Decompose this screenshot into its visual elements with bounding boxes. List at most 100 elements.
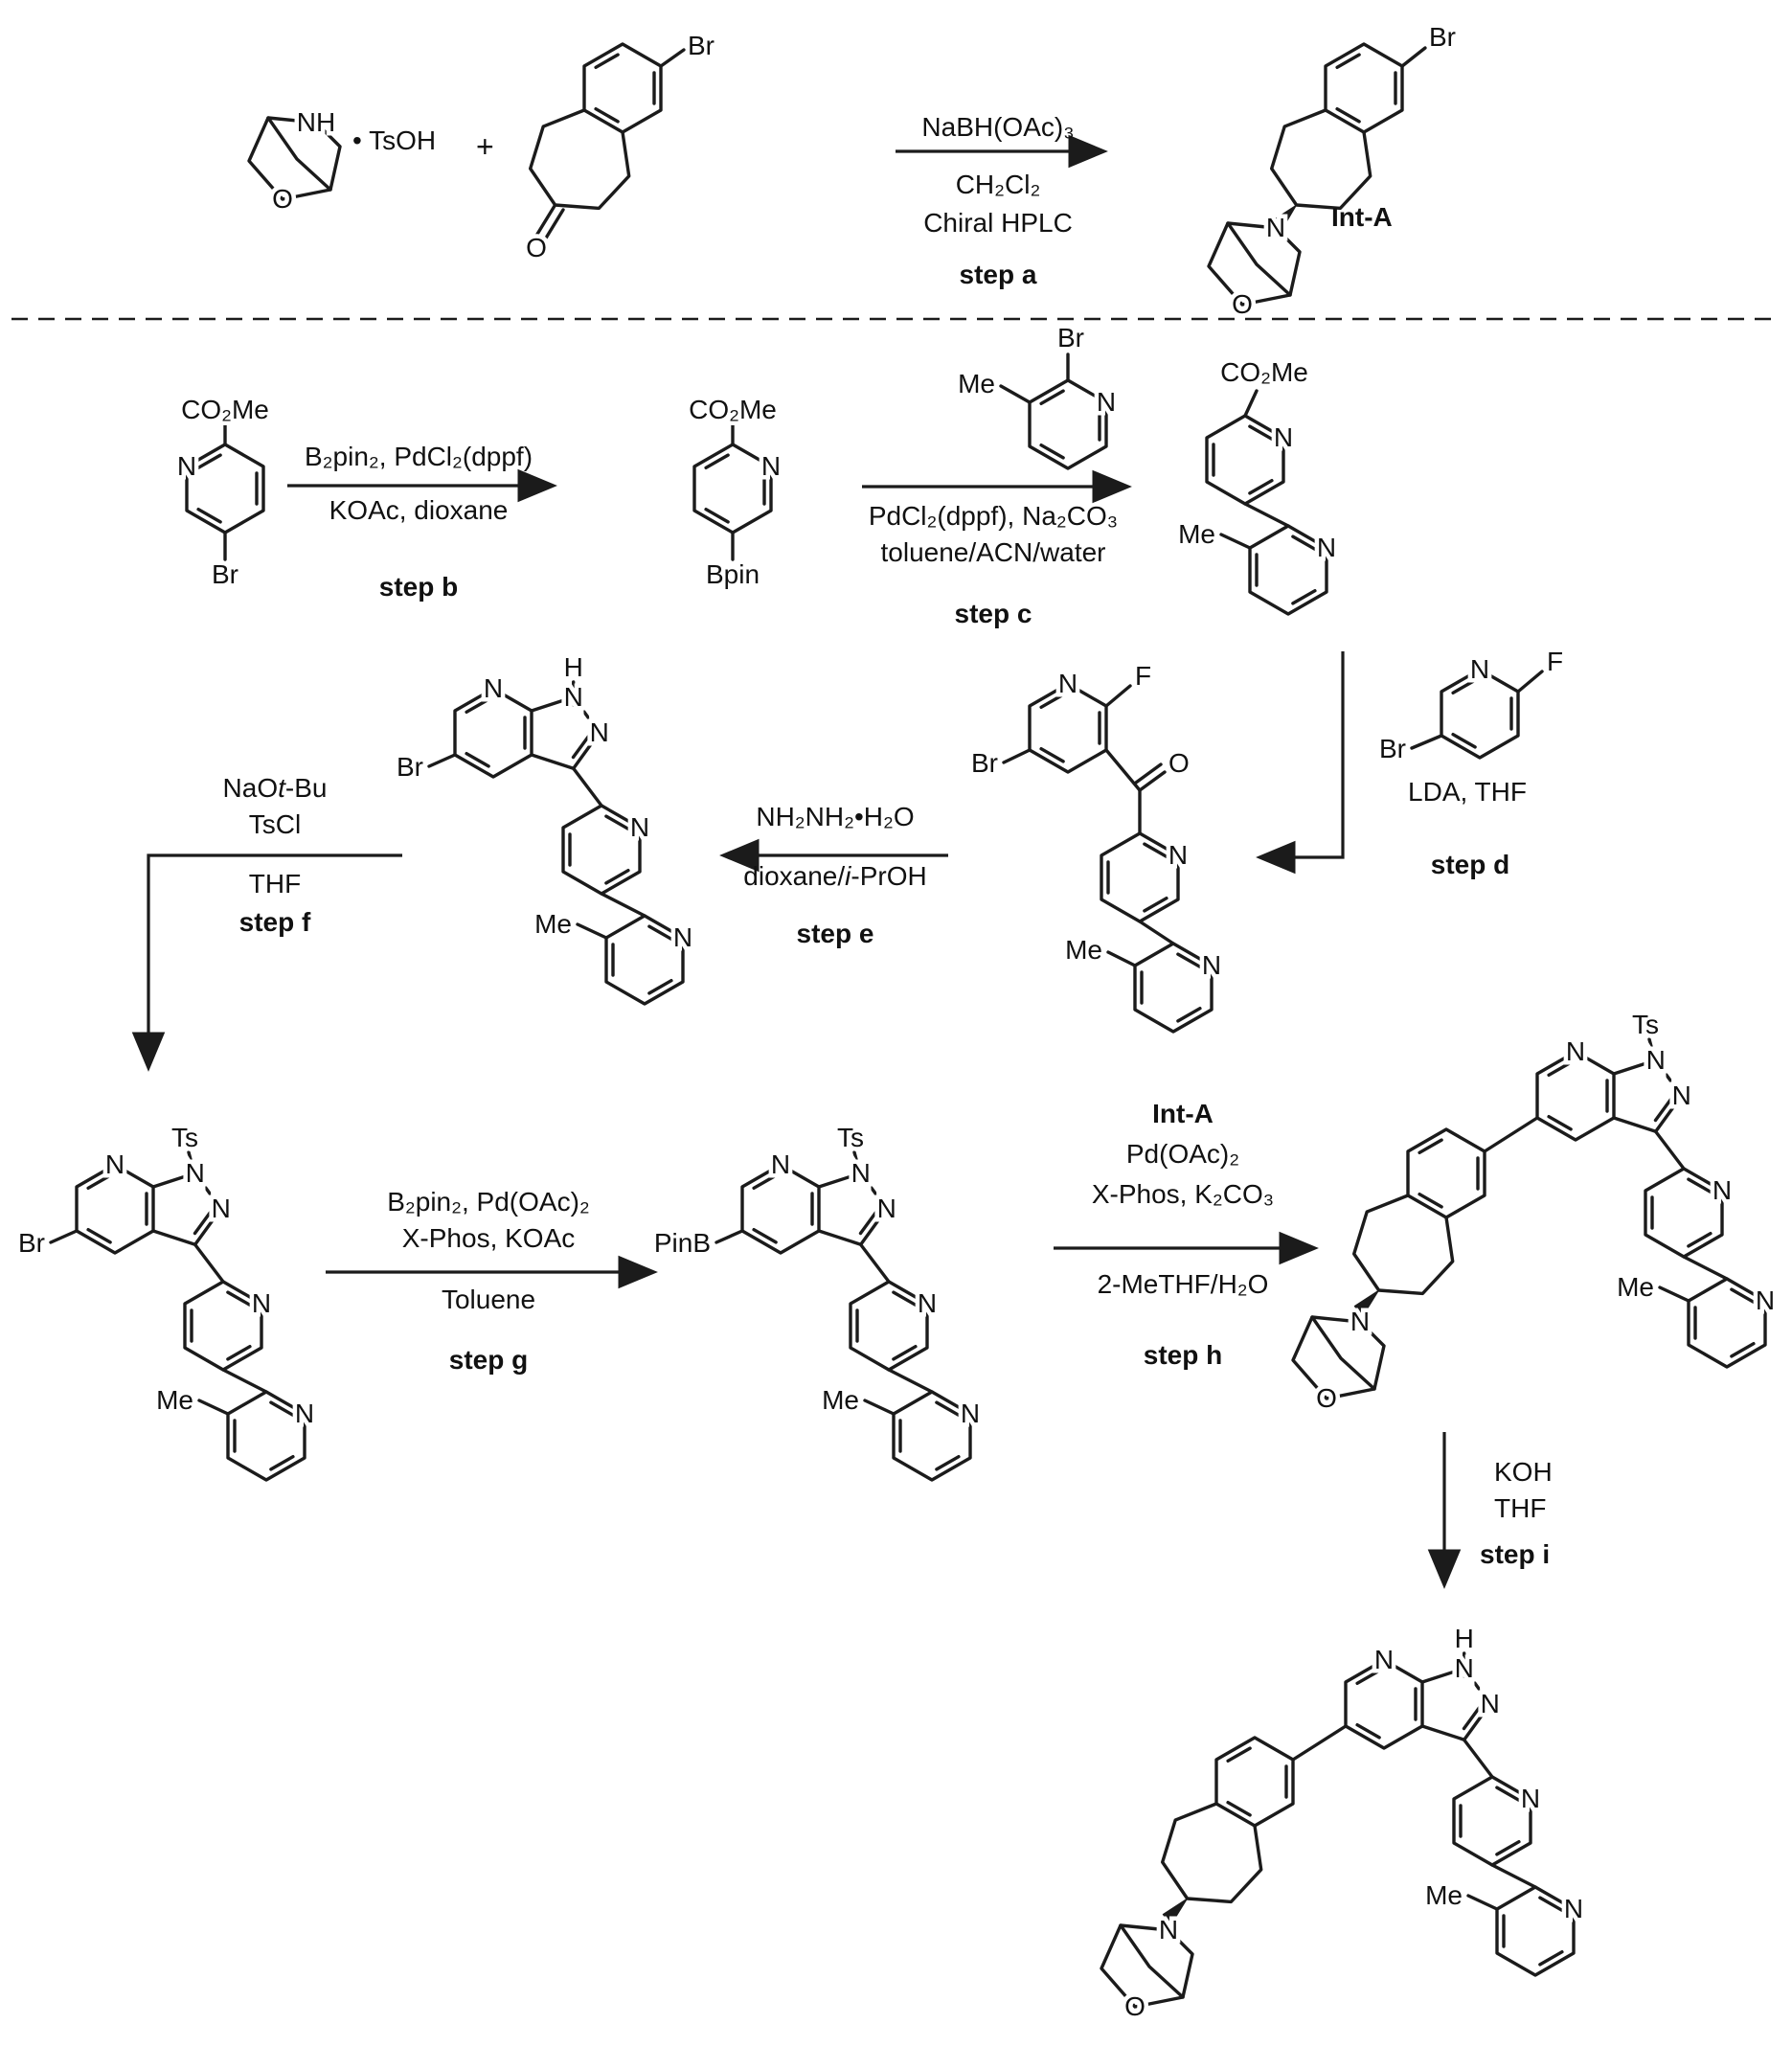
methyl-label: Me — [1617, 1272, 1654, 1302]
methyl-label: Me — [1425, 1880, 1463, 1910]
atom-f: F — [1135, 661, 1151, 691]
methyl-label: Me — [958, 369, 995, 398]
atom-br: Br — [18, 1228, 45, 1258]
step-f-reagent-above2: TsCl — [248, 809, 302, 839]
methyl-label: Me — [1065, 935, 1102, 965]
structure-bromo-benzosuberone: Br O — [522, 27, 719, 267]
atom-n: N — [212, 1194, 231, 1223]
step-a-reagent-above: NaBH(OAc)₃ — [921, 112, 1075, 142]
step-f-reagent-above1: NaOt-Bu — [223, 773, 328, 804]
bipyridine-rings — [185, 1282, 305, 1480]
atom-n: N — [1266, 213, 1285, 242]
atom-br: Br — [212, 559, 238, 589]
step-h-reagent-int-a: Int-A — [1152, 1099, 1214, 1128]
methyl-label: Me — [156, 1385, 193, 1415]
atom-n: N — [1470, 654, 1489, 684]
stereo-wedge — [1351, 1289, 1380, 1320]
atom-br: Br — [1057, 323, 1084, 353]
boronate-label: Bpin — [706, 559, 760, 589]
structure-ts-bromo-pyrazolopyridine: N Br Ts N N N N Me — [14, 1119, 319, 1480]
atom-o: O — [1316, 1383, 1337, 1413]
step-h-reagent-above3: X-Phos, K₂CO₃ — [1091, 1179, 1275, 1209]
atom-n: N — [1159, 1915, 1178, 1945]
tosyl-label: Ts — [171, 1123, 198, 1152]
step-b-reagent-below: KOAc, dioxane — [329, 495, 509, 525]
atom-n: N — [590, 717, 609, 747]
tosyl-label: Ts — [1632, 1010, 1659, 1039]
benzosuberane-rings — [1163, 1738, 1293, 1901]
step-a-label: step a — [959, 260, 1037, 289]
atom-n: N — [1564, 1894, 1583, 1923]
bipyridine-rings — [1645, 1169, 1765, 1367]
step-e-solvent-post: -PrOH — [851, 861, 927, 891]
bicyclic-amine-ring — [1100, 1923, 1194, 2009]
step-a-solvent: CH₂Cl₂ — [955, 170, 1041, 199]
tsoh-salt-label: • TsOH — [352, 125, 437, 155]
structure-final-product: N O N H N N N N Me — [1100, 1620, 1588, 2026]
atom-n: N — [105, 1149, 125, 1179]
structure-bipyridine-ester: CO₂Me N N Me — [1174, 353, 1341, 614]
structure-bromo-fluoropyridine: N F Br — [1375, 643, 1568, 768]
structure-ketone-intermediate: N F Br O N N Me — [967, 657, 1226, 1034]
atom-n: N — [252, 1288, 271, 1318]
structure-bromo-methylpyridine: N Br Me — [954, 319, 1121, 470]
stereo-wedge — [1160, 1898, 1189, 1928]
bipyridine-rings — [1454, 1777, 1574, 1975]
step-c-label: step c — [954, 599, 1032, 628]
atom-n: N — [186, 1158, 205, 1188]
atom-n: N — [918, 1288, 937, 1318]
atom-n: N — [1713, 1175, 1732, 1205]
pyridine-ring — [1028, 378, 1108, 470]
atom-n: N — [177, 451, 196, 481]
structure-int-a: Br N O — [1207, 18, 1461, 324]
atom-n: N — [1521, 1784, 1540, 1813]
step-e-solvent: dioxane/i-PrOH — [743, 861, 927, 892]
atom-n: N — [1374, 1645, 1394, 1674]
bipyridine-rings — [851, 1282, 970, 1480]
step-e-solvent-italic: i — [845, 861, 851, 891]
atom-o: O — [526, 233, 547, 262]
atom-n: N — [961, 1399, 980, 1428]
atom-h: H — [1455, 1624, 1474, 1653]
pyridine-ring — [1100, 831, 1180, 923]
tosyl-label: Ts — [837, 1123, 864, 1152]
atom-o: O — [272, 184, 293, 214]
ester-group-label: CO₂Me — [689, 395, 777, 424]
step-e-label: step e — [796, 919, 874, 948]
atom-n: N — [877, 1194, 896, 1223]
atom-n: N — [295, 1399, 314, 1428]
step-g-reagent-above1: B₂pin₂, Pd(OAc)₂ — [387, 1187, 590, 1217]
structure-methyl-bromopicolinate: N CO₂Me Br — [172, 391, 273, 594]
atom-o: O — [1124, 1991, 1146, 2021]
step-i-solvent: THF — [1494, 1493, 1547, 1523]
benzosuberane-rings — [531, 44, 661, 208]
atom-nh: NH — [297, 107, 335, 137]
step-e-reagent-above: NH₂NH₂•H₂O — [756, 802, 915, 831]
atom-n: N — [630, 812, 649, 842]
structure-bicyclic-amine-tsoh: NH O — [247, 103, 342, 218]
benzosuberane-rings — [1354, 1129, 1485, 1293]
bicyclic-amine-ring — [1207, 221, 1302, 307]
atom-o: O — [1232, 289, 1253, 319]
methyl-label: Me — [822, 1385, 859, 1415]
atom-n: N — [673, 922, 692, 952]
atom-o: O — [1168, 748, 1190, 778]
atom-n: N — [1566, 1036, 1585, 1066]
bipyridine-rings — [1207, 416, 1327, 614]
step-c-reagent-below1: PdCl₂(dppf), Na₂CO₃ — [868, 501, 1119, 531]
step-h-solvent: 2-MeTHF/H₂O — [1097, 1269, 1269, 1299]
atom-n: N — [1202, 950, 1221, 980]
atom-f: F — [1547, 647, 1563, 676]
pyridine-ring — [692, 443, 773, 535]
atom-n: N — [1481, 1689, 1500, 1718]
step-g-label: step g — [448, 1345, 529, 1375]
int-a-label: Int-A — [1331, 202, 1393, 232]
structure-nh-pyrazolopyridine: N Br H N N N N Me — [393, 648, 697, 1004]
atom-n: N — [1168, 840, 1188, 870]
atom-n: N — [1646, 1045, 1666, 1075]
atom-n: N — [1756, 1285, 1775, 1315]
atom-n: N — [761, 451, 781, 481]
structure-pinb-pyrazolopyridine: N PinB Ts N N N N Me — [649, 1119, 985, 1480]
atom-br: Br — [1379, 734, 1406, 763]
